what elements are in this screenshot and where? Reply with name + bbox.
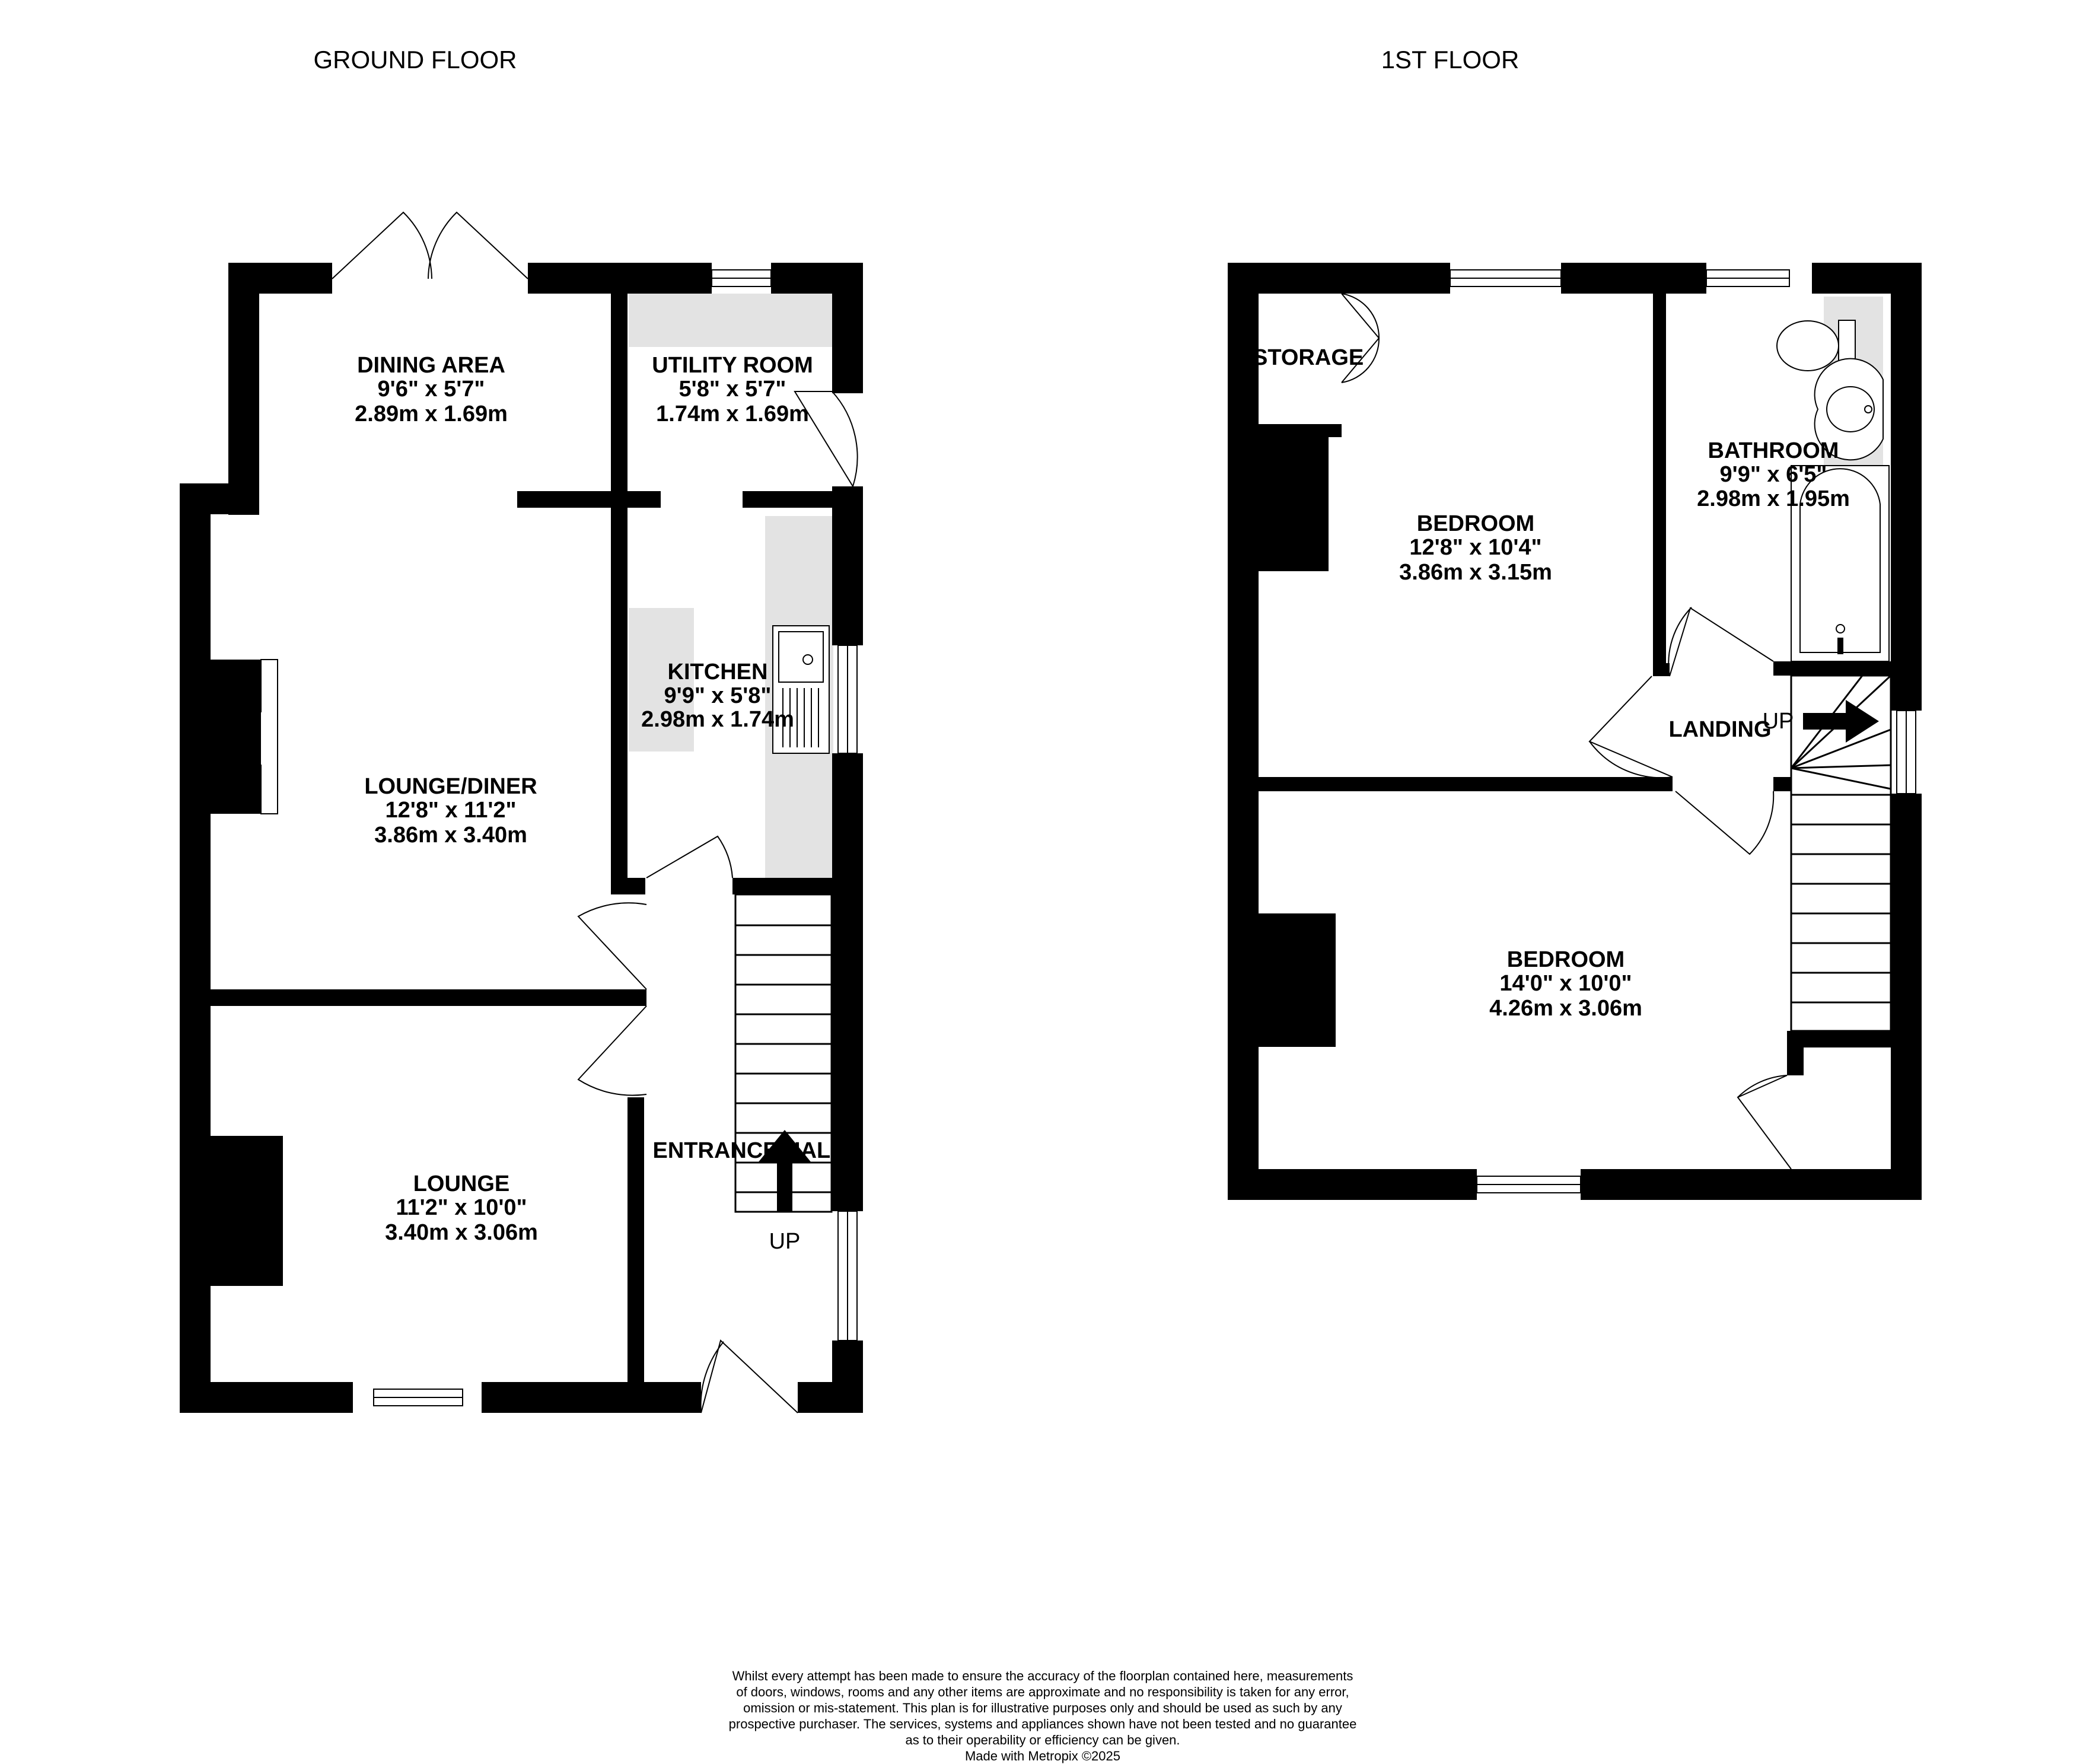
room-label-storage: STORAGE [1253,345,1364,370]
svg-text:DINING AREA: DINING AREA [357,353,505,378]
svg-text:3.86m x 3.40m: 3.86m x 3.40m [374,823,527,848]
room-label-bedroom-1: BEDROOM 12'8" x 10'4" 3.86m x 3.15m [1399,511,1552,585]
room-label-bathroom: BATHROOM 9'9" x 6'5" 2.98m x 1.95m [1697,438,1850,511]
kitchen-worktop-left [629,608,694,752]
svg-text:KITCHEN: KITCHEN [668,660,768,684]
room-label-landing: LANDING [1668,717,1771,742]
svg-text:BEDROOM: BEDROOM [1507,947,1624,972]
ground-floor-plan: GROUND FLOOR [180,46,863,1413]
first-staircase [1790,674,1892,1032]
room-label-dining: DINING AREA 9'6" x 5'7" 2.89m x 1.69m [355,353,508,426]
svg-text:9'6" x 5'7": 9'6" x 5'7" [378,377,485,402]
first-stairs-up-label: UP [1763,709,1794,734]
disclaimer-line: of doors, windows, rooms and any other i… [736,1685,1349,1699]
room-label-lounge: LOUNGE 11'2" x 10'0" 3.40m x 3.06m [385,1171,538,1245]
svg-text:1.74m x 1.69m: 1.74m x 1.69m [656,402,809,426]
svg-text:9'9" x 6'5": 9'9" x 6'5" [1720,462,1827,487]
room-label-utility: UTILITY ROOM 5'8" x 5'7" 1.74m x 1.69m [652,353,813,426]
first-floor-walls [1228,263,1922,1200]
ground-floor-walls [180,263,863,1413]
svg-text:3.86m x 3.15m: 3.86m x 3.15m [1399,560,1552,585]
svg-text:3.40m x 3.06m: 3.40m x 3.06m [385,1220,538,1245]
bathtub [1791,465,1890,662]
svg-text:BEDROOM: BEDROOM [1417,511,1534,536]
svg-text:2.98m x 1.95m: 2.98m x 1.95m [1697,486,1850,511]
svg-text:UTILITY ROOM: UTILITY ROOM [652,353,813,378]
disclaimer-line: omission or mis-statement. This plan is … [743,1701,1342,1715]
svg-text:11'2" x 10'0": 11'2" x 10'0" [396,1195,527,1220]
wash-basin [1814,358,1884,461]
svg-text:4.26m x 3.06m: 4.26m x 3.06m [1489,996,1642,1021]
disclaimer: Whilst every attempt has been made to en… [684,1668,1401,1764]
svg-text:12'8" x 10'4": 12'8" x 10'4" [1409,535,1541,560]
first-floor-doors [1341,293,1792,1170]
credit: Made with Metropix ©2025 [964,1749,1120,1763]
ground-stairs-up-label: UP [769,1229,801,1254]
ground-floor-doors [332,211,858,1413]
disclaimer-line: Whilst every attempt has been made to en… [732,1669,1353,1683]
svg-text:9'9" x 5'8": 9'9" x 5'8" [664,683,772,708]
room-label-bedroom-2: BEDROOM 14'0" x 10'0" 4.26m x 3.06m [1489,947,1642,1021]
svg-text:LOUNGE/DINER: LOUNGE/DINER [364,774,537,799]
ground-floor-title: GROUND FLOOR [313,46,517,74]
svg-text:2.89m x 1.69m: 2.89m x 1.69m [355,402,508,426]
svg-text:LOUNGE: LOUNGE [413,1171,510,1196]
landing-up-arrow [1803,700,1879,743]
stairs-up-arrow [758,1130,811,1211]
room-label-kitchen: KITCHEN 9'9" x 5'8" 2.98m x 1.74m [641,660,794,732]
disclaimer-line: prospective purchaser. The services, sys… [728,1717,1357,1731]
svg-text:14'0" x 10'0": 14'0" x 10'0" [1499,971,1632,996]
svg-text:5'8" x 5'7": 5'8" x 5'7" [679,377,786,402]
svg-text:12'8" x 11'2": 12'8" x 11'2" [385,798,516,823]
ground-staircase [734,893,833,1213]
first-floor-title: 1ST FLOOR [1381,46,1520,74]
svg-text:BATHROOM: BATHROOM [1708,438,1839,463]
disclaimer-line: as to their operability or efficiency ca… [905,1733,1180,1747]
room-label-lounge-diner: LOUNGE/DINER 12'8" x 11'2" 3.86m x 3.40m [364,774,537,848]
room-label-entrance-hall: ENTRANCE HALL [653,1138,845,1163]
svg-text:2.98m x 1.74m: 2.98m x 1.74m [641,707,794,732]
first-floor-plan: 1ST FLOOR [1228,46,1922,1200]
utility-worktop [629,294,833,347]
kitchen-sink [772,625,830,754]
